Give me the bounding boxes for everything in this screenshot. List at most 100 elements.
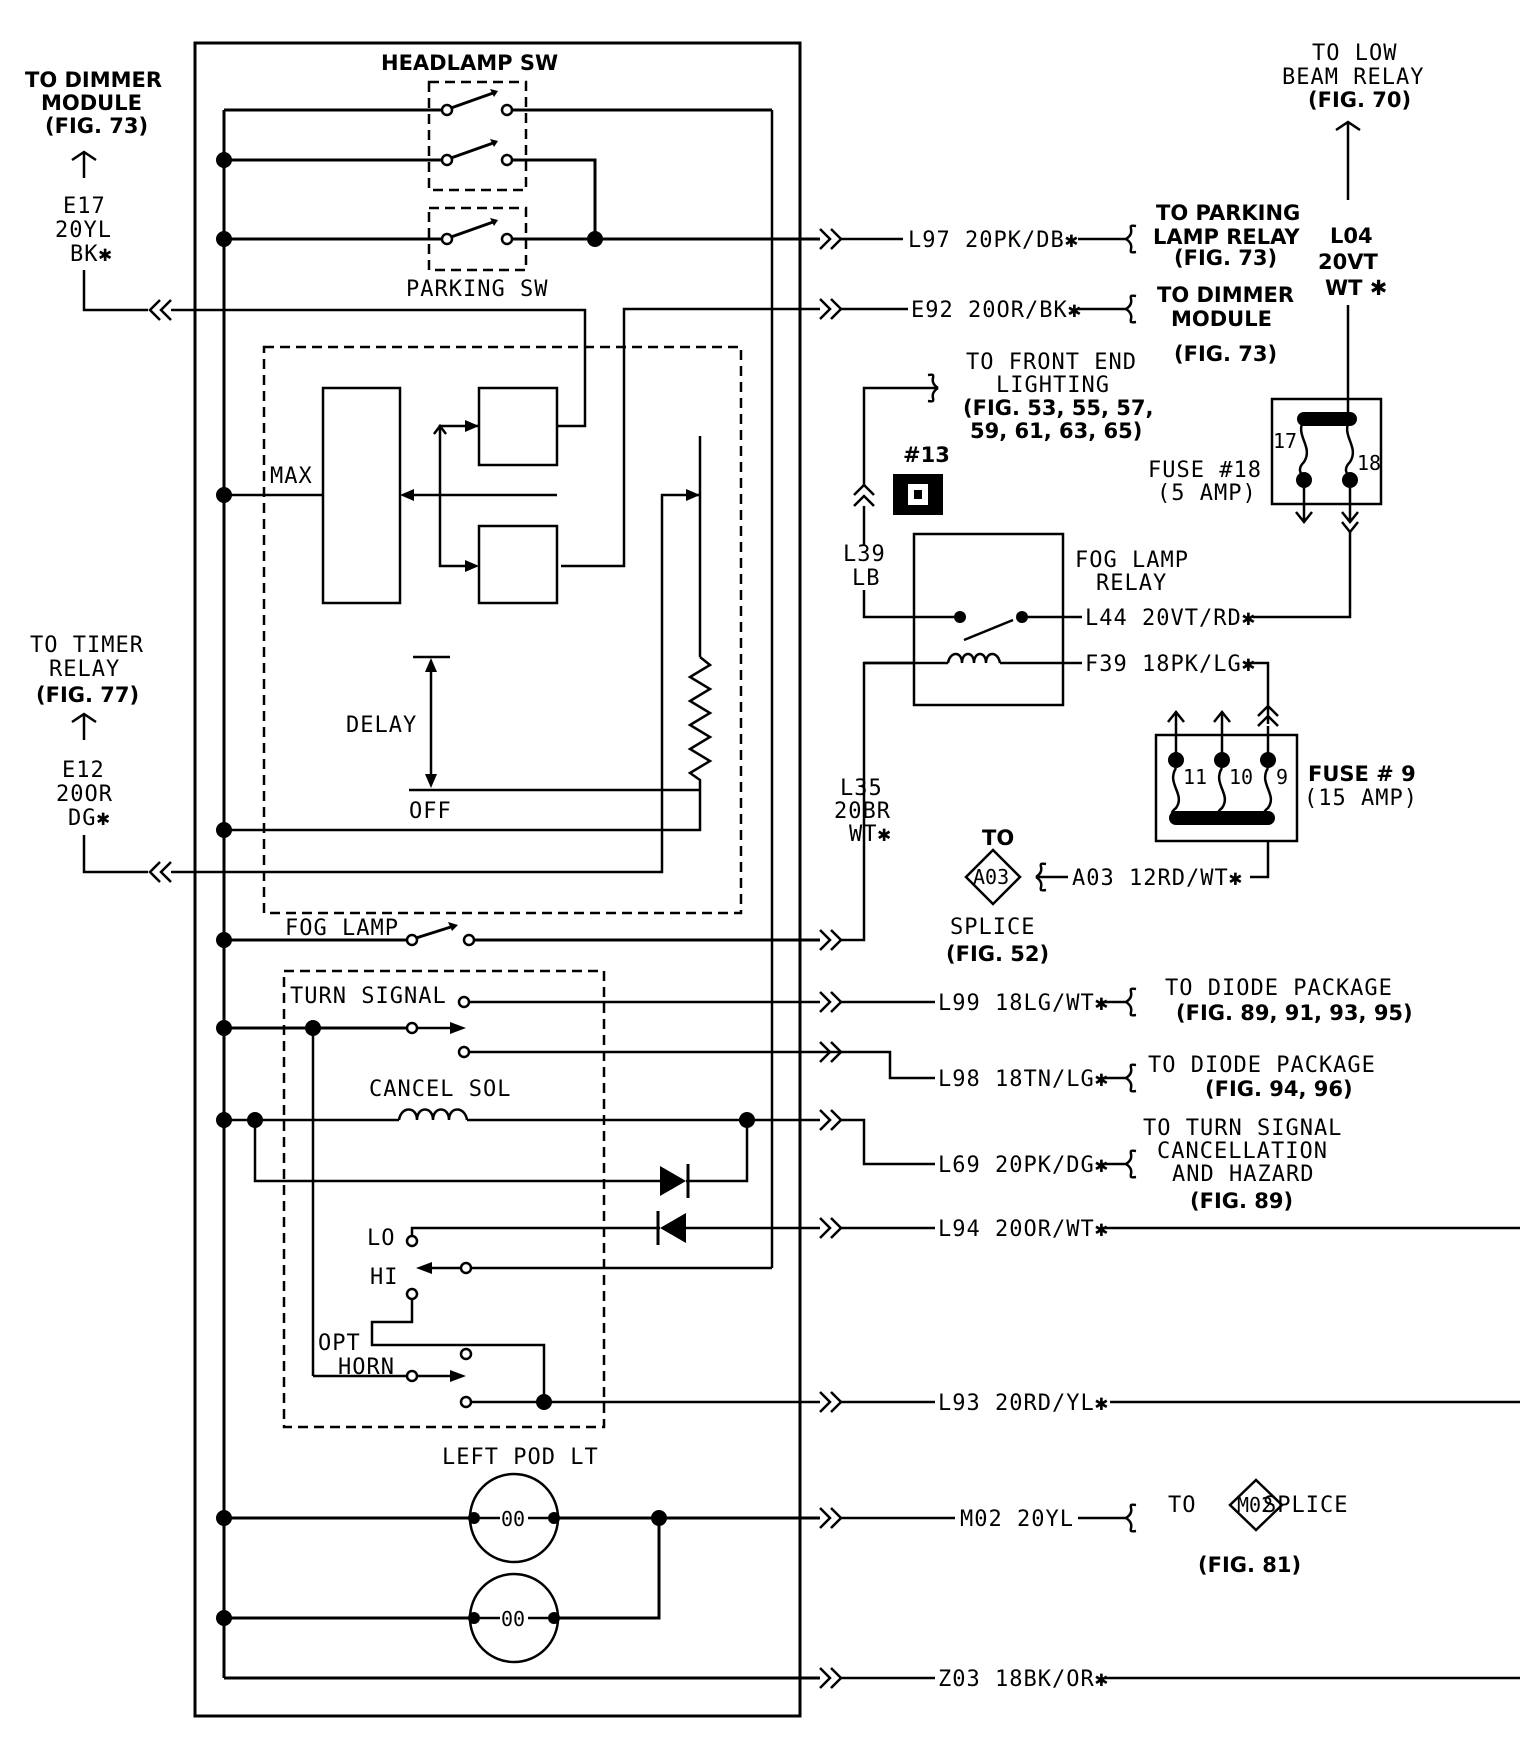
- m02-splice-tag: M02: [1237, 1493, 1273, 1517]
- l44-wire-label: L44 20VT/RD✱: [1085, 606, 1256, 631]
- wire-l94-label: L94 20OR/WT✱: [938, 1217, 1109, 1242]
- fuse-18-pin-18: 18: [1357, 451, 1381, 475]
- pod-lamp-2-filament: 00: [501, 1607, 525, 1631]
- f39-wire-label: F39 18PK/LG✱: [1085, 652, 1256, 677]
- a03-ref-fig: (FIG. 52): [946, 942, 1049, 966]
- e12-wire-gauge: 20OR: [56, 782, 113, 807]
- front-lighting-ref-3: (FIG. 53, 55, 57,: [963, 396, 1154, 420]
- parking-relay-ref-2: LAMP RELAY: [1153, 225, 1300, 249]
- left-dimmer-ref-1: TO DIMMER: [25, 68, 162, 92]
- delay-module-box: [262, 345, 743, 915]
- wire-l93-label: L93 20RD/YL✱: [938, 1391, 1109, 1416]
- lowbeam-ref-2: BEAM RELAY: [1282, 65, 1424, 90]
- delay-module-upper-block: [477, 386, 559, 467]
- left-pod-lt-label: LEFT POD LT: [442, 1445, 599, 1470]
- l04-wire-color: WT ✱: [1325, 276, 1387, 300]
- front-lighting-ref-1: TO FRONT END: [966, 350, 1137, 375]
- delay-module-main-block: [321, 386, 402, 605]
- fuse-18-label: FUSE #18: [1148, 458, 1262, 483]
- diode2-ref-2: (FIG. 94, 96): [1205, 1077, 1353, 1101]
- wire-l98-label: L98 18TN/LG✱: [938, 1067, 1109, 1092]
- left-dimmer-ref-3: (FIG. 73): [45, 114, 148, 138]
- wire-m02-label: M02 20YL: [960, 1507, 1074, 1532]
- opt-label: OPT: [318, 1331, 361, 1356]
- l39-wire-id: L39: [843, 542, 886, 567]
- left-dimmer-ref-2: MODULE: [41, 91, 142, 115]
- a03-wire-label: A03 12RD/WT✱: [1072, 866, 1243, 891]
- m02-ref-to: TO: [1168, 1493, 1197, 1518]
- fog-lamp-label: FOG LAMP: [285, 916, 399, 941]
- delay-module-lower-block: [477, 524, 559, 605]
- a03-ref-to: TO: [982, 826, 1014, 850]
- right-dimmer-ref-2: MODULE: [1171, 307, 1272, 331]
- fuse-9-pin-10: 10: [1229, 765, 1253, 789]
- front-lighting-ref-2: LIGHTING: [996, 373, 1110, 398]
- fog-relay-label-2: RELAY: [1096, 571, 1167, 596]
- fuse-9-pin-11: 11: [1183, 765, 1207, 789]
- fuse-18-pin-17: 17: [1273, 429, 1297, 453]
- timer-ref-1: TO TIMER: [30, 633, 144, 658]
- timer-ref-3: (FIG. 77): [36, 683, 139, 707]
- cancel-ref-1: TO TURN SIGNAL: [1143, 1116, 1342, 1141]
- horn-label: HORN: [338, 1355, 395, 1380]
- diode-upper: [660, 1166, 686, 1196]
- wire-l69-label: L69 20PK/DG✱: [938, 1153, 1109, 1178]
- l04-wire-id: L04: [1330, 224, 1373, 248]
- parking-relay-ref-3: (FIG. 73): [1174, 246, 1277, 270]
- l35-wire-id: L35: [840, 776, 883, 801]
- e12-wire-color: DG✱: [68, 806, 111, 831]
- l39-wire-color: LB: [852, 566, 881, 591]
- delay-label: DELAY: [346, 713, 417, 738]
- turn-signal-box: [282, 969, 606, 1429]
- off-label: OFF: [409, 799, 452, 824]
- wire-e92-label: E92 20OR/BK✱: [911, 298, 1082, 323]
- parking-relay-ref-1: TO PARKING: [1156, 201, 1300, 225]
- fuse-18-block: [1270, 397, 1383, 506]
- diode1-ref-1: TO DIODE PACKAGE: [1165, 976, 1393, 1001]
- l35-wire-color: WT✱: [849, 822, 892, 847]
- fuse-9-label: FUSE # 9: [1308, 762, 1416, 786]
- lowbeam-ref-3: (FIG. 70): [1308, 88, 1411, 112]
- right-dimmer-ref-1: TO DIMMER: [1157, 283, 1294, 307]
- l35-wire-gauge: 20BR: [834, 799, 891, 824]
- cancel-ref-3: AND HAZARD: [1172, 1162, 1314, 1187]
- m02-ref-fig: (FIG. 81): [1198, 1553, 1301, 1577]
- wire-l97-label: L97 20PK/DB✱: [908, 228, 1079, 253]
- e17-wire-id: E17: [63, 194, 106, 219]
- max-label: MAX: [270, 464, 313, 489]
- fuse-9-rating: (15 AMP): [1304, 786, 1418, 811]
- turn-signal-label: TURN SIGNAL: [290, 984, 447, 1009]
- front-lighting-ref-4: 59, 61, 63, 65): [970, 419, 1142, 443]
- a03-ref-splice: SPLICE: [950, 915, 1035, 940]
- diode1-ref-2: (FIG. 89, 91, 93, 95): [1176, 1001, 1413, 1025]
- headlamp-switch-box: [427, 80, 528, 192]
- fuse-18-rating: (5 AMP): [1157, 481, 1257, 506]
- timer-ref-2: RELAY: [49, 657, 120, 682]
- connector-13-label: #13: [903, 443, 950, 467]
- fuse-9-block: [1154, 733, 1299, 843]
- pod-lamp-1-filament: 00: [501, 1507, 525, 1531]
- cancel-sol-label: CANCEL SOL: [369, 1077, 511, 1102]
- lo-label: LO: [367, 1226, 396, 1251]
- e17-wire-color: BK✱: [70, 242, 113, 267]
- l04-wire-gauge: 20VT: [1318, 250, 1378, 274]
- wire-z03-label: Z03 18BK/OR✱: [938, 1667, 1109, 1692]
- diode-lower: [660, 1213, 686, 1243]
- fog-lamp-relay-box: [912, 532, 1065, 707]
- headlamp-sw-label: HEADLAMP SW: [381, 51, 558, 75]
- right-dimmer-ref-3: (FIG. 73): [1174, 342, 1277, 366]
- m02-ref-splice: SPLICE: [1263, 1493, 1348, 1518]
- switch-housing: [193, 41, 802, 1718]
- e17-wire-gauge: 20YL: [55, 218, 112, 243]
- a03-splice-tag: A03: [973, 865, 1009, 889]
- hi-label: HI: [370, 1265, 399, 1290]
- fuse-9-pin-9: 9: [1276, 765, 1288, 789]
- lowbeam-ref-1: TO LOW: [1312, 41, 1397, 66]
- cancel-ref-2: CANCELLATION: [1157, 1139, 1328, 1164]
- cancel-ref-4: (FIG. 89): [1190, 1189, 1293, 1213]
- e12-wire-id: E12: [62, 758, 105, 783]
- fog-relay-label-1: FOG LAMP: [1075, 548, 1189, 573]
- parking-sw-label: PARKING SW: [406, 277, 548, 302]
- diode2-ref-1: TO DIODE PACKAGE: [1148, 1053, 1376, 1078]
